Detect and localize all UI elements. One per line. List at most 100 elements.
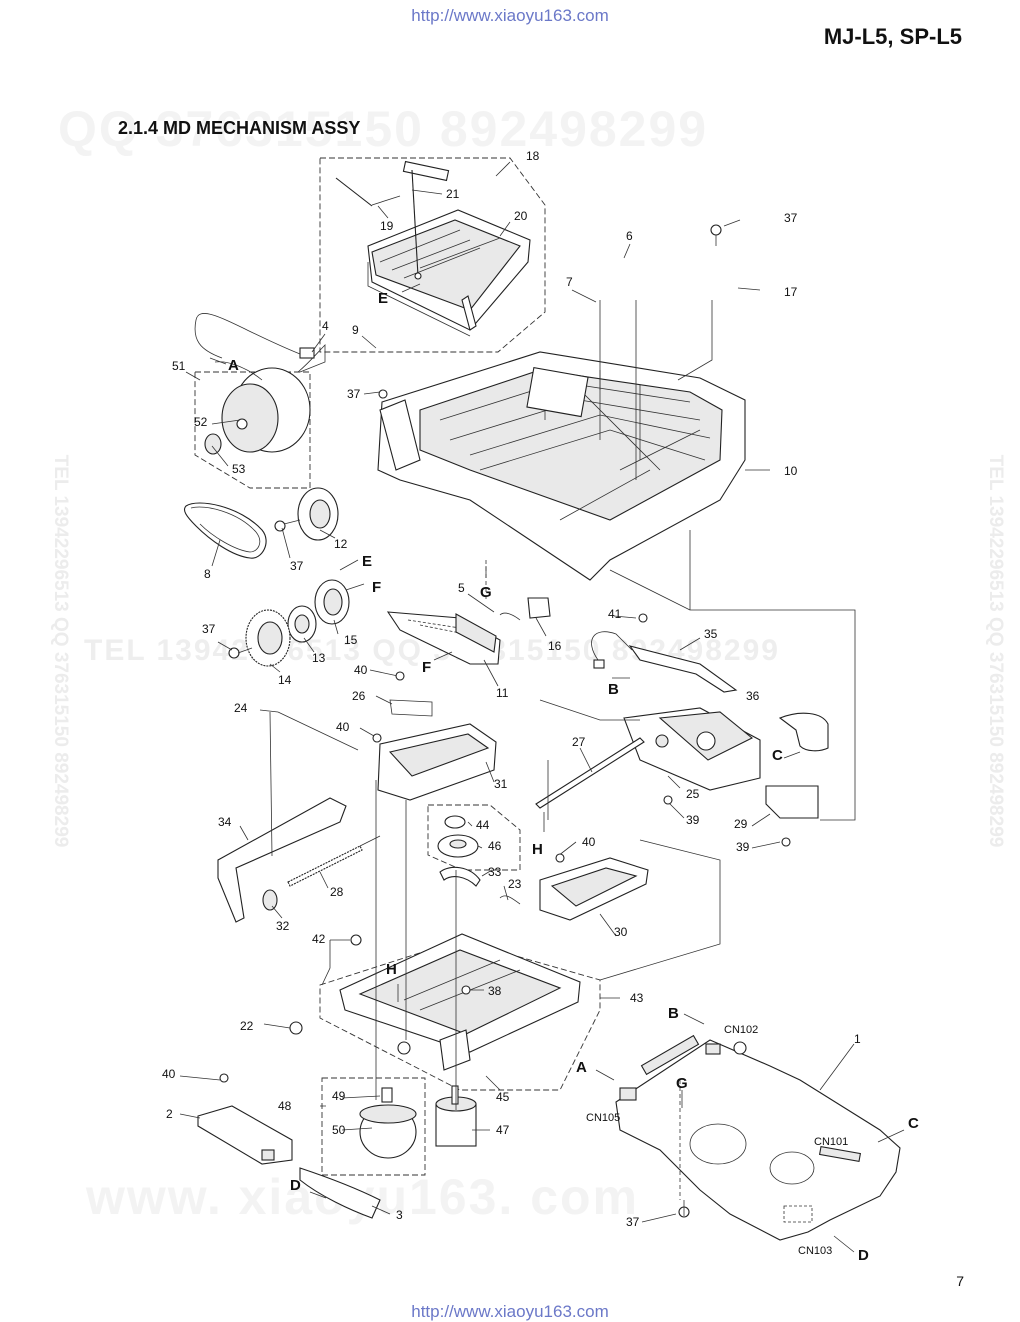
label-part-49: 49 <box>332 1089 346 1103</box>
slider-11 <box>386 597 551 665</box>
label-part-47: 47 <box>496 1123 510 1137</box>
gear-14 <box>228 609 291 667</box>
tray-assembly-18 <box>319 157 546 353</box>
label-part-15: 15 <box>344 633 358 647</box>
label-part-43: 43 <box>630 991 644 1005</box>
label-part-44: 44 <box>476 818 490 832</box>
letter-c-pickup: C <box>772 747 783 764</box>
source-url-bottom[interactable]: http://www.xiaoyu163.com <box>411 1302 609 1321</box>
model-name: MJ-L5, SP-L5 <box>823 24 962 49</box>
label-part-3: 3 <box>396 1208 403 1222</box>
letter-a-motor: A <box>228 357 239 374</box>
base-chassis-43 <box>319 933 601 1091</box>
page-number: 7 <box>956 1273 964 1289</box>
spindle-motor-48 <box>321 1077 426 1176</box>
label-part-42: 42 <box>312 932 326 946</box>
letter-b-pcb: B <box>668 1005 679 1022</box>
letter-d-pcb: D <box>858 1247 869 1264</box>
connector-labels: CN101 CN102 CN103 CN105 <box>586 1024 848 1257</box>
guide-shaft-27 <box>535 737 645 809</box>
label-part-40-c: 40 <box>582 835 596 849</box>
label-part-20: 20 <box>514 209 528 223</box>
switch-pcb-2 <box>197 1105 381 1219</box>
label-part-19: 19 <box>380 219 394 233</box>
loading-motor-51 <box>194 313 326 489</box>
label-part-40-a: 40 <box>354 663 368 677</box>
label-part-24: 24 <box>234 701 248 715</box>
main-pcb-1 <box>615 1034 901 1241</box>
label-part-36: 36 <box>746 689 760 703</box>
letter-b-flex: B <box>608 681 619 698</box>
label-part-31: 31 <box>494 777 508 791</box>
gear-15 <box>314 579 350 625</box>
label-part-40-b: 40 <box>336 720 350 734</box>
label-part-25: 25 <box>686 787 700 801</box>
label-part-39-b: 39 <box>736 840 750 854</box>
label-part-37-pulley: 37 <box>290 559 304 573</box>
label-part-4: 4 <box>322 319 329 333</box>
label-part-37-bracket: 37 <box>347 387 361 401</box>
label-part-16: 16 <box>548 639 562 653</box>
label-part-28: 28 <box>330 885 344 899</box>
watermark-qq: QQ 376315150 892498299 <box>58 101 709 157</box>
label-part-23: 23 <box>508 877 522 891</box>
label-part-29: 29 <box>734 817 748 831</box>
label-part-33: 33 <box>488 865 502 879</box>
label-part-21: 21 <box>446 187 460 201</box>
label-part-48: 48 <box>278 1099 292 1113</box>
label-part-41: 41 <box>608 607 622 621</box>
label-part-38: 38 <box>488 984 502 998</box>
label-part-26: 26 <box>352 689 366 703</box>
label-part-9: 9 <box>352 323 359 337</box>
label-part-1: 1 <box>854 1032 861 1046</box>
label-part-11: 11 <box>496 686 509 700</box>
label-part-14: 14 <box>278 673 292 687</box>
letter-g-chassis: G <box>480 584 492 601</box>
letter-c-pcb: C <box>908 1115 919 1132</box>
letter-h-base: H <box>386 961 397 978</box>
label-part-40-d: 40 <box>162 1067 176 1081</box>
label-part-2: 2 <box>166 1107 173 1121</box>
connection-letter-labels: A A B B C C D D E E F F G G H H <box>228 290 919 1264</box>
label-part-34: 34 <box>218 815 232 829</box>
label-part-22: 22 <box>240 1019 254 1033</box>
label-part-52: 52 <box>194 415 208 429</box>
label-part-12: 12 <box>334 537 348 551</box>
label-cn101: CN101 <box>814 1136 848 1148</box>
turntable-30 <box>499 857 649 921</box>
flex-35 <box>591 631 738 693</box>
label-part-53: 53 <box>232 462 246 476</box>
label-part-32: 32 <box>276 919 290 933</box>
label-part-18: 18 <box>526 149 540 163</box>
source-url-top[interactable]: http://www.xiaoyu163.com <box>411 6 609 25</box>
optical-pickup-36 <box>623 707 829 819</box>
label-part-13: 13 <box>312 651 326 665</box>
clamper-box <box>427 804 521 887</box>
label-part-7: 7 <box>566 275 573 289</box>
connection-arrows <box>209 283 905 1253</box>
sled-34 <box>217 797 347 923</box>
label-part-10: 10 <box>784 464 798 478</box>
letter-a-pcb: A <box>576 1059 587 1076</box>
letter-h-shaft: H <box>532 841 543 858</box>
section-title: 2.1.4 MD MECHANISM ASSY <box>118 118 361 138</box>
lead-screw-28 <box>287 835 381 887</box>
leader-lines <box>179 161 856 1223</box>
pulley-12 <box>274 487 339 541</box>
letter-e-gear: E <box>362 553 372 570</box>
sled-holder-31 <box>377 699 497 801</box>
gear-13 <box>287 605 317 643</box>
part-number-labels: 1 2 3 4 5 6 7 8 9 10 11 12 13 14 15 16 1… <box>162 149 861 1229</box>
screws <box>219 224 791 1218</box>
label-part-35: 35 <box>704 627 718 641</box>
label-part-37-pcb: 37 <box>626 1215 640 1229</box>
label-part-30: 30 <box>614 925 628 939</box>
label-part-39-a: 39 <box>686 813 700 827</box>
letter-g-pcb: G <box>676 1075 688 1092</box>
letter-f-gear: F <box>372 579 381 596</box>
label-cn103: CN103 <box>798 1245 832 1257</box>
label-part-6: 6 <box>626 229 633 243</box>
label-part-45: 45 <box>496 1090 510 1104</box>
label-part-17: 17 <box>784 285 798 299</box>
